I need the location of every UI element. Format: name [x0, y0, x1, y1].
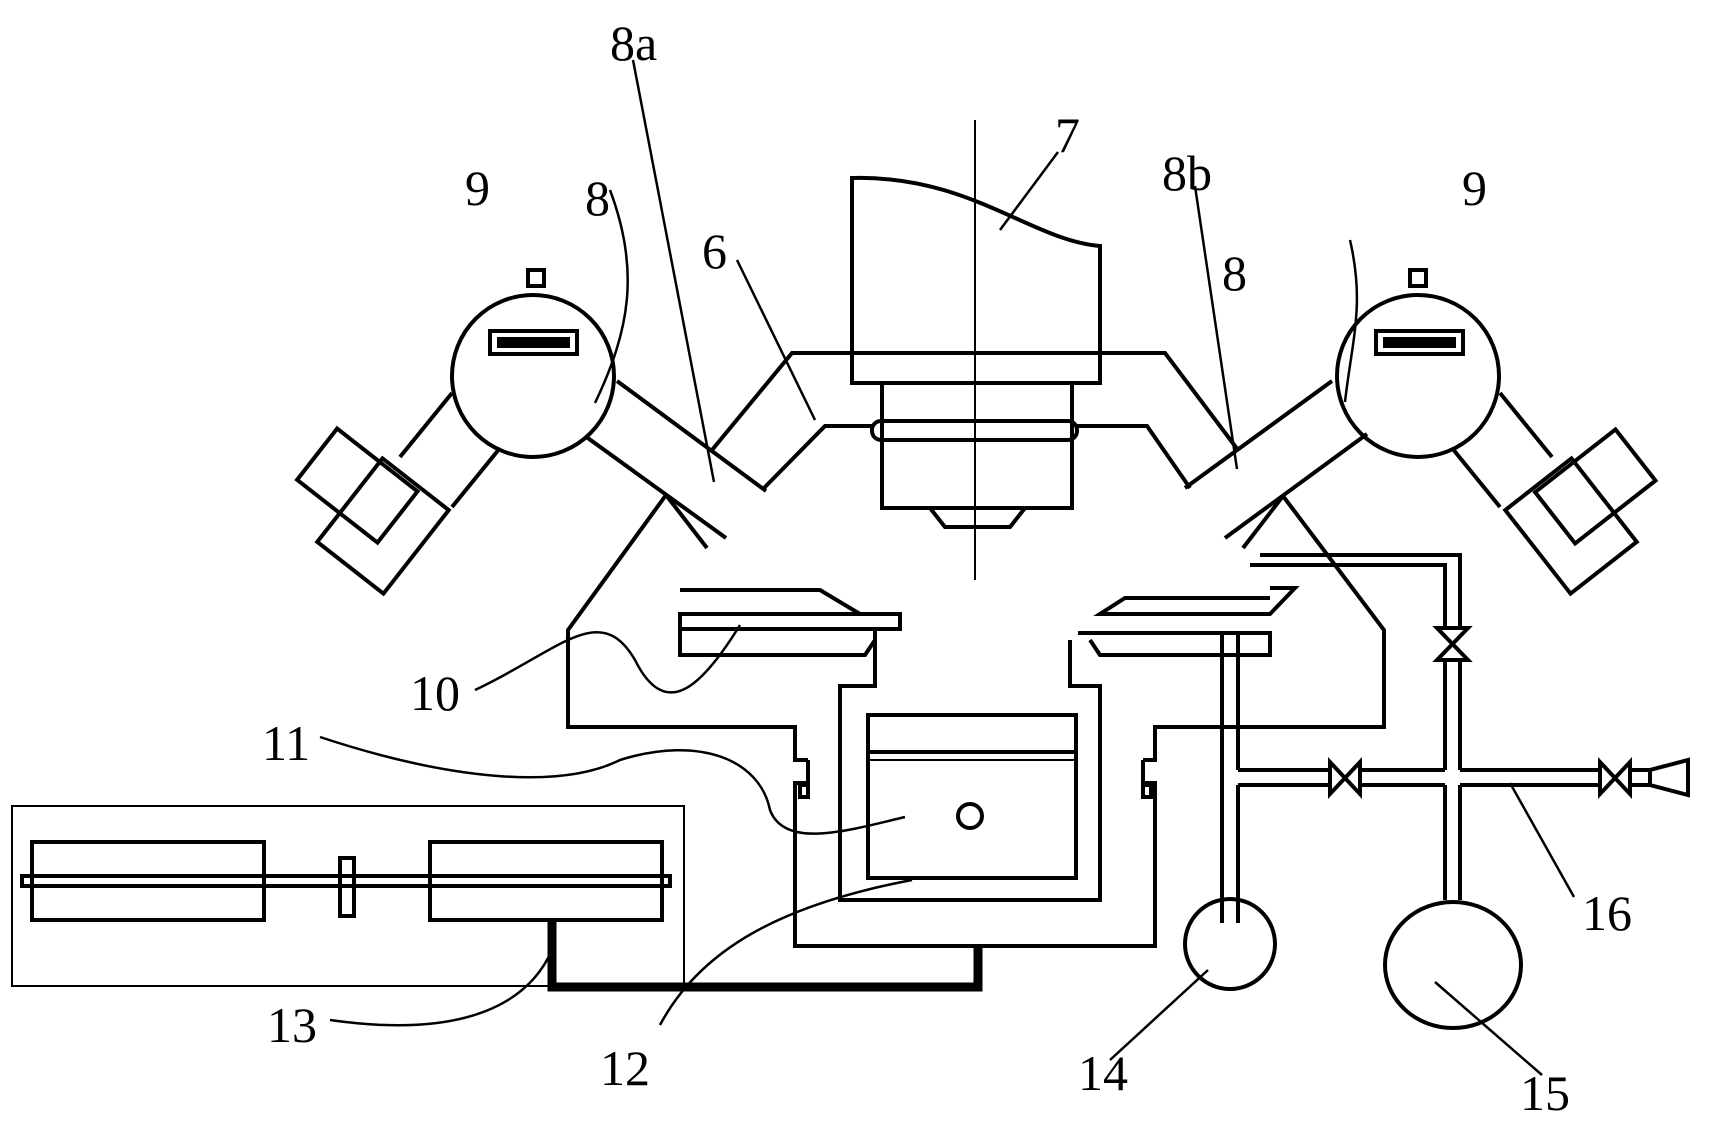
- label-6: 6: [702, 223, 727, 279]
- camera-unit-7: [850, 175, 1102, 529]
- sensor-9-left: [526, 268, 546, 288]
- pump-15: [1383, 900, 1523, 1030]
- label-7: 7: [1055, 107, 1080, 163]
- label-8a: 8a: [610, 15, 657, 71]
- labels: 7 8a 8b 9 9 8 8 6 10 11 12 13 14 15 16: [262, 15, 1632, 1121]
- label-15: 15: [1520, 1065, 1570, 1121]
- left-detector-sphere: [294, 268, 616, 597]
- valve-left: [1328, 756, 1362, 800]
- gas-inlet-cone: [1648, 757, 1690, 798]
- sample-housing: [838, 640, 1102, 902]
- pump-14: [1183, 897, 1277, 991]
- label-9-right: 9: [1462, 160, 1487, 216]
- valve-vertical: [1432, 626, 1473, 662]
- right-stage-plate: [1078, 586, 1300, 657]
- drive-assembly-13: [11, 805, 983, 992]
- chamber-hood-6: [710, 351, 1240, 490]
- sample-stage-10: [678, 588, 902, 657]
- label-16: 16: [1582, 885, 1632, 941]
- gas-piping-16: [1183, 553, 1690, 1030]
- left-port-8: [583, 379, 768, 550]
- label-8b: 8b: [1162, 145, 1212, 201]
- sensor-9-right: [1408, 268, 1428, 288]
- leader-lines: [319, 59, 1576, 1076]
- valve-right: [1598, 756, 1632, 800]
- label-13: 13: [267, 997, 317, 1053]
- sample-hole: [956, 802, 984, 830]
- label-11: 11: [262, 715, 310, 771]
- label-8-left: 8: [585, 170, 610, 226]
- label-10: 10: [410, 665, 460, 721]
- label-8-right: 8: [1222, 245, 1247, 301]
- label-14: 14: [1078, 1045, 1128, 1101]
- right-port-8: [1183, 379, 1369, 550]
- right-detector-sphere: [1335, 268, 1659, 597]
- label-9-left: 9: [465, 160, 490, 216]
- label-12: 12: [600, 1040, 650, 1096]
